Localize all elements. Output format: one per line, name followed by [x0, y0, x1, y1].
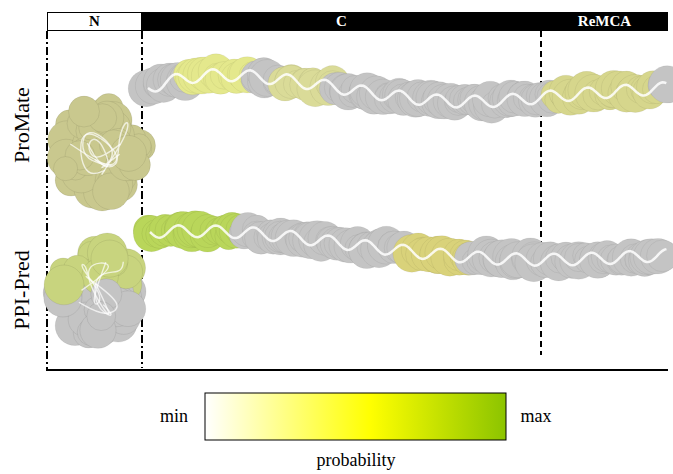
row-label: ProMate — [10, 87, 34, 163]
promate-structure — [47, 54, 673, 211]
divider-line — [540, 31, 542, 355]
region-label: N — [89, 13, 100, 30]
region-label: C — [336, 13, 347, 30]
legend-min: min — [160, 407, 188, 427]
region-band: C — [142, 12, 541, 31]
region-band: ReMCA — [541, 12, 668, 31]
region-label: ReMCA — [578, 13, 631, 30]
divider-line — [46, 31, 48, 370]
legend-title: probability — [317, 451, 396, 471]
probability-gradient — [205, 393, 506, 440]
axis-line — [46, 369, 668, 371]
region-band: N — [47, 12, 142, 31]
legend-max: max — [521, 407, 552, 427]
ppi-pred-structure — [43, 211, 673, 349]
row-label: PPI-Pred — [10, 250, 34, 329]
